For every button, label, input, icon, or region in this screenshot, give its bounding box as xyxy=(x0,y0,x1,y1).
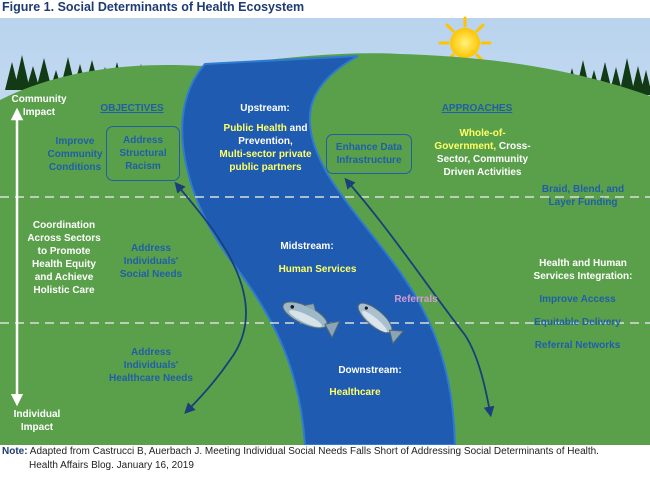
improve-community-label: Improve Community Conditions xyxy=(47,136,103,173)
ecosystem-diagram xyxy=(0,16,650,445)
whole-gov-a: Whole-of- xyxy=(459,128,506,139)
whole-gov-c: Cross- xyxy=(496,141,531,152)
braid-blend-label: Braid, Blend, and Layer Funding xyxy=(541,184,625,208)
fish-icon xyxy=(282,301,341,339)
upstream-public-health: Public Health xyxy=(223,123,287,134)
note-line1: Adapted from Castrucci B, Auerbach J. Me… xyxy=(27,446,599,457)
integration-label: Health and Human Services Integration: xyxy=(533,258,633,282)
upstream-prevention: Prevention, xyxy=(238,136,293,147)
improve-access-label: Improve Access xyxy=(539,294,616,305)
address-social-needs-label: Address Individuals' Social Needs xyxy=(119,243,183,280)
whole-of-government-label: Whole-of- Government, Cross- Sector, Com… xyxy=(420,127,545,179)
referrals-label: Referrals xyxy=(394,294,438,305)
upstream-body: Public Health and Prevention, Multi-sect… xyxy=(198,122,333,174)
address-healthcare-needs-label: Address Individuals' Healthcare Needs xyxy=(109,347,193,384)
midstream-body: Human Services xyxy=(278,264,357,275)
source-note: Note: Adapted from Castrucci B, Auerbach… xyxy=(2,445,650,473)
flow-arrow-right xyxy=(344,177,495,418)
midstream-title: Midstream: xyxy=(280,241,334,252)
note-line2: Health Affairs Blog. January 16, 2019 xyxy=(29,460,194,471)
objectives-header: OBJECTIVES xyxy=(100,103,164,114)
whole-gov-b: Government, xyxy=(434,141,497,152)
community-impact-label: Community Impact xyxy=(11,94,67,118)
upstream-title: Upstream: xyxy=(240,103,290,114)
referral-networks-label: Referral Networks xyxy=(534,340,621,351)
address-structural-racism-box: Address Structural Racism xyxy=(106,126,180,181)
upstream-partners: public partners xyxy=(229,162,302,173)
upstream-and: and xyxy=(286,123,308,134)
upstream-multisector: Multi-sector private xyxy=(219,149,312,160)
individual-impact-label: Individual Impact xyxy=(13,409,61,433)
flow-arrow-left xyxy=(174,181,247,414)
note-label: Note: xyxy=(2,446,28,457)
whole-gov-d: Sector, Community Driven Activities xyxy=(436,154,529,178)
coordination-label: Coordination Across Sectors to Promote H… xyxy=(27,220,101,296)
enhance-data-box: Enhance Data Infrastructure xyxy=(326,134,412,174)
downstream-title: Downstream: xyxy=(338,365,402,376)
approaches-header: APPROACHES xyxy=(441,103,513,114)
figure-title: Figure 1. Social Determinants of Health … xyxy=(2,0,305,14)
fish-icon-2 xyxy=(357,302,405,345)
downstream-body: Healthcare xyxy=(329,387,381,398)
equitable-delivery-label: Equitable Delivery xyxy=(534,317,621,328)
